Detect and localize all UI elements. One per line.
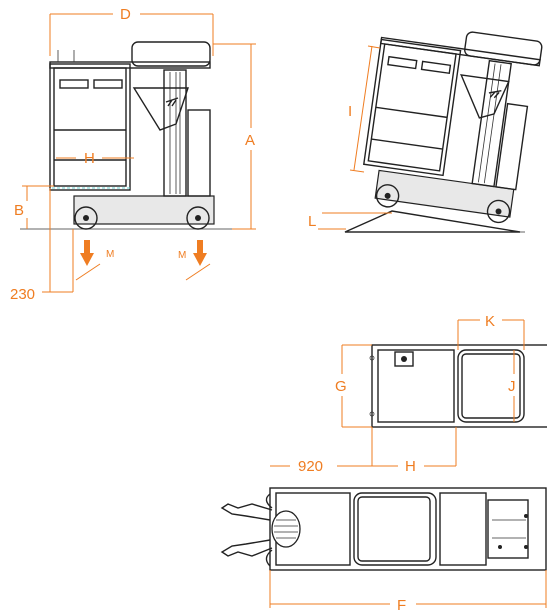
operator-figure-icon (220, 493, 301, 567)
platform-cage (49, 63, 131, 191)
control-box (59, 79, 89, 89)
logo-mark-icon (165, 97, 179, 107)
side-view-dimensions: D A H B 230 M M (10, 6, 256, 303)
outer-frame (371, 344, 547, 428)
control-box (93, 79, 123, 89)
rear-handrail (131, 41, 211, 67)
rear-handrail (464, 31, 543, 66)
chute (132, 87, 189, 131)
logo-mark-icon (488, 89, 502, 99)
tilted-view: I L (308, 31, 543, 233)
dim-label-m-right: M (178, 250, 186, 261)
mast (163, 69, 187, 197)
dim-label-l: L (308, 213, 316, 230)
dim-label-j: J (508, 378, 516, 395)
wheel-front (74, 206, 98, 230)
top-view-small: G J K 920 H (270, 313, 547, 475)
dim-label-d: D (120, 6, 131, 23)
control-box (394, 351, 414, 367)
load-arrow-icon (185, 240, 211, 281)
load-arrow-icon (75, 240, 101, 281)
wheel-rear (186, 206, 210, 230)
chassis-base (73, 195, 215, 225)
dim-label-f: F (397, 597, 406, 613)
dim-label-m-left: M (106, 249, 114, 260)
dim-label-g: G (335, 378, 347, 395)
wheel-front (375, 184, 400, 208)
mast-rear (187, 109, 211, 197)
dim-label-i: I (348, 103, 352, 120)
mast (471, 59, 512, 188)
top-handrail (49, 61, 211, 69)
chute (460, 74, 510, 119)
wheel-rear (486, 199, 511, 224)
chassis-base (374, 169, 515, 218)
dim-label-b: B (14, 202, 24, 219)
top-view-operator: F (220, 487, 547, 613)
platform-cage (362, 38, 462, 177)
dim-label-a: A (245, 132, 255, 149)
dim-label-920: 920 (298, 458, 323, 475)
platform-cage-inner (53, 67, 127, 187)
wheel-hub (83, 215, 89, 221)
dim-label-230: 230 (10, 286, 35, 303)
dim-label-h-side: H (84, 150, 95, 167)
dim-label-h-top: H (405, 458, 416, 475)
outer-frame (269, 487, 547, 571)
wheel-hub (195, 215, 201, 221)
side-view (20, 41, 255, 230)
dim-label-k: K (485, 313, 495, 330)
